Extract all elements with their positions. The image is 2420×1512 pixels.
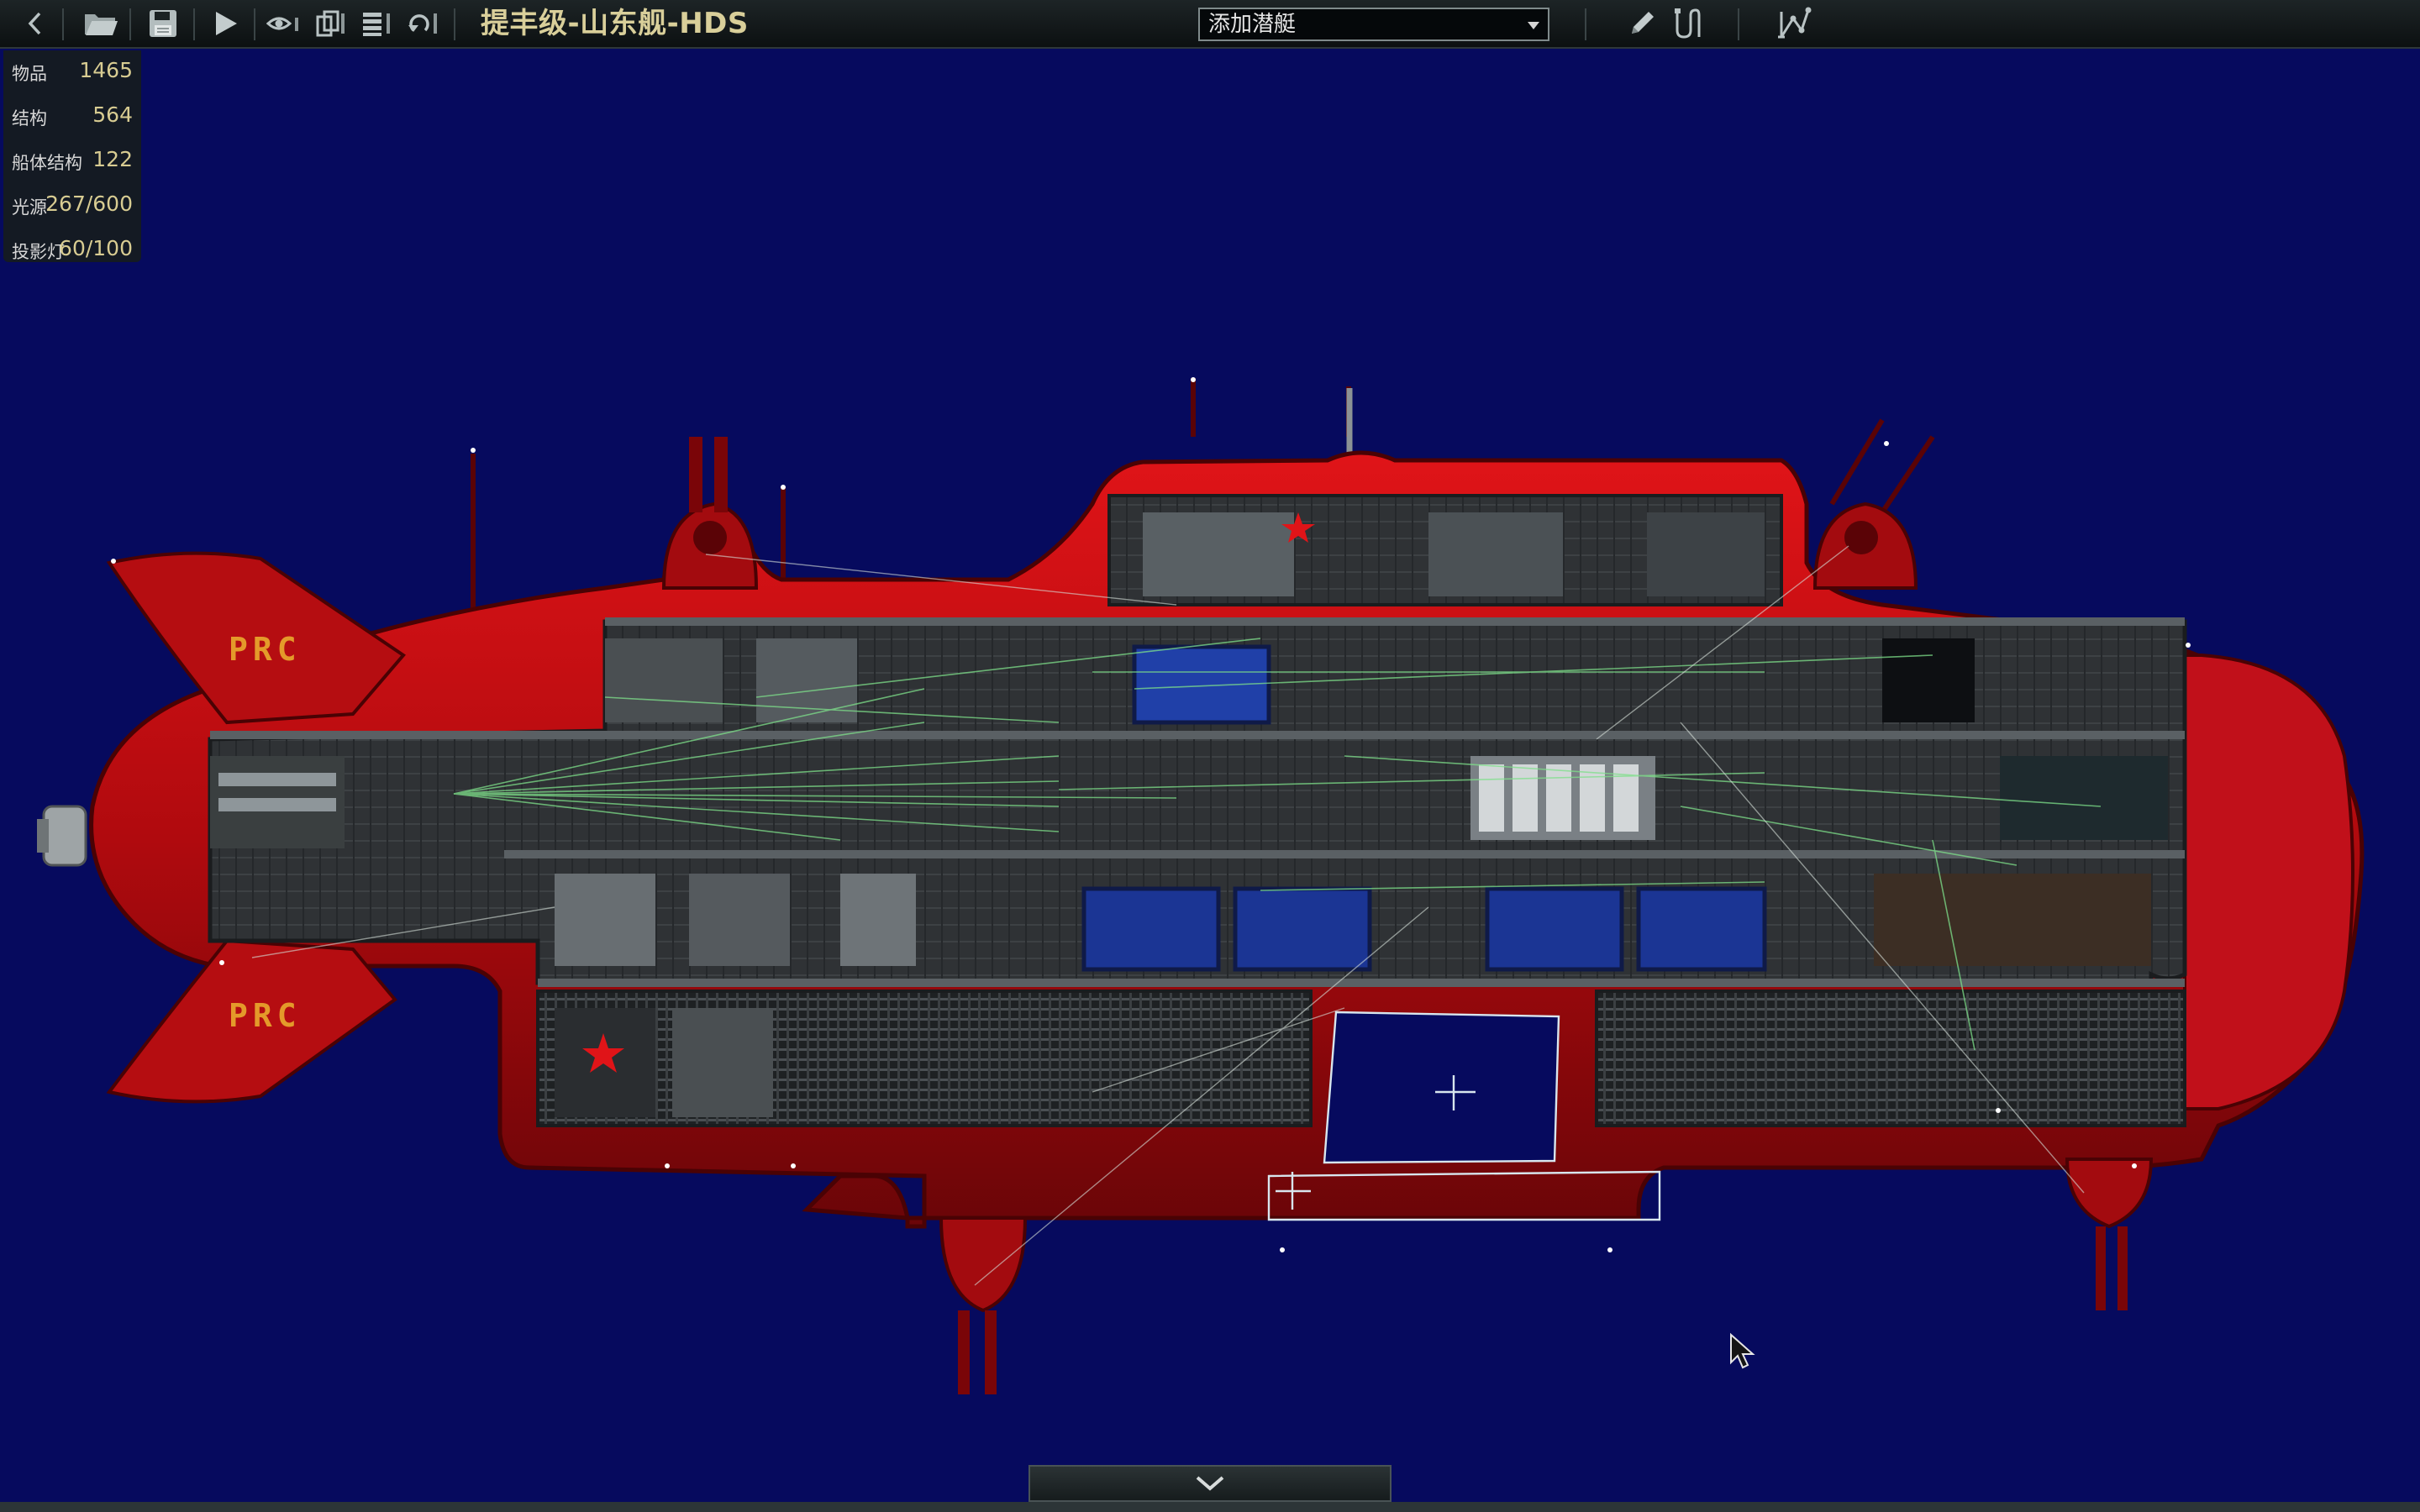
stat-value: 1465 xyxy=(79,58,133,82)
stat-hull-structures: 船体结构 122 xyxy=(3,139,141,183)
stat-label: 物品 xyxy=(12,64,47,84)
blue-display-panels xyxy=(1081,644,1767,972)
stat-shadow-casting-lights: 投影灯 60/100 xyxy=(3,228,141,272)
back-button[interactable] xyxy=(20,5,50,42)
editor-toolbar: 提丰级-山东舰-HDS 添加潜艇 xyxy=(0,0,2420,49)
stat-label: 结构 xyxy=(12,108,47,129)
bottom-turret xyxy=(939,1216,1028,1394)
submarine-drawing: PRC PRC xyxy=(37,377,2365,1394)
lower-tail-fin xyxy=(106,938,397,1104)
layers-button[interactable] xyxy=(314,5,348,42)
waypoint-graph-icon xyxy=(1778,7,1812,39)
tail-fin-marking-bottom: PRC xyxy=(229,997,302,1034)
toolbar-divider xyxy=(454,8,455,40)
wire-icon xyxy=(1675,8,1701,39)
chevron-left-icon xyxy=(28,12,41,35)
toolbar-divider xyxy=(1738,8,1739,40)
folder-open-icon xyxy=(85,14,118,35)
bottom-turret-bow xyxy=(2065,1158,2154,1310)
stat-lights: 光源 267/600 xyxy=(3,184,141,228)
entity-list-button[interactable] xyxy=(360,5,393,42)
tail-fin-marking-top: PRC xyxy=(229,631,302,668)
stat-value: 60/100 xyxy=(59,236,133,260)
floppy-disk-icon xyxy=(150,10,176,37)
entity-panel-toggle[interactable] xyxy=(1028,1465,1392,1502)
stat-structures: 结构 564 xyxy=(3,95,141,139)
add-submarine-selected: 添加潜艇 xyxy=(1208,12,1297,37)
add-submarine-dropdown[interactable]: 添加潜艇 xyxy=(1198,8,1549,41)
stat-value: 564 xyxy=(92,102,133,127)
mouse-cursor-icon xyxy=(1730,1332,1755,1369)
bow-cap xyxy=(2183,654,2354,1110)
waypoint-nodes xyxy=(111,377,2191,1252)
toolbar-divider xyxy=(193,8,195,40)
wiring-tool-button[interactable] xyxy=(1667,5,1707,42)
top-turret-stern xyxy=(661,437,759,590)
undo-icon xyxy=(408,13,437,34)
toolbar-divider xyxy=(1585,8,1586,40)
visibility-button[interactable] xyxy=(266,5,304,42)
pencil-icon xyxy=(1632,12,1654,34)
stat-label: 光源 xyxy=(12,197,47,218)
bottom-status-bar xyxy=(0,1502,2420,1512)
stat-label: 投影灯 xyxy=(12,242,65,262)
play-icon xyxy=(216,12,237,35)
layers-icon xyxy=(316,10,345,37)
stat-value: 122 xyxy=(92,147,133,171)
test-button[interactable] xyxy=(205,5,245,42)
toolbar-divider xyxy=(62,8,64,40)
top-turret-bow xyxy=(1812,501,1918,590)
waypoint-tool-button[interactable] xyxy=(1775,5,1815,42)
list-icon xyxy=(363,13,390,36)
cross-wires xyxy=(251,545,2085,1286)
stat-items: 物品 1465 xyxy=(3,50,141,94)
propeller xyxy=(37,805,87,867)
open-button[interactable] xyxy=(81,5,121,42)
editor-canvas[interactable]: PRC PRC xyxy=(0,49,2420,1462)
pencil-tool-button[interactable] xyxy=(1622,5,1662,42)
stat-label: 船体结构 xyxy=(12,153,82,173)
upper-tail-fin xyxy=(106,551,406,725)
red-star-emblem xyxy=(582,1033,624,1073)
red-star-emblem xyxy=(1281,512,1315,543)
sub-stats-panel: 物品 1465 结构 564 船体结构 122 光源 267/600 投影灯 6… xyxy=(3,50,141,262)
save-button[interactable] xyxy=(143,5,183,42)
eye-icon xyxy=(266,17,298,31)
undo-button[interactable] xyxy=(405,5,442,42)
submarine-name: 提丰级-山东舰-HDS xyxy=(481,7,749,40)
docking-port-outline xyxy=(1267,1011,1661,1221)
wiring-lines xyxy=(453,638,2102,1051)
toolbar-divider xyxy=(129,8,131,40)
toolbar-divider xyxy=(254,8,255,40)
chevron-down-icon xyxy=(1196,1476,1224,1491)
stat-value: 267/600 xyxy=(45,192,133,216)
chevron-down-icon xyxy=(1528,22,1539,29)
